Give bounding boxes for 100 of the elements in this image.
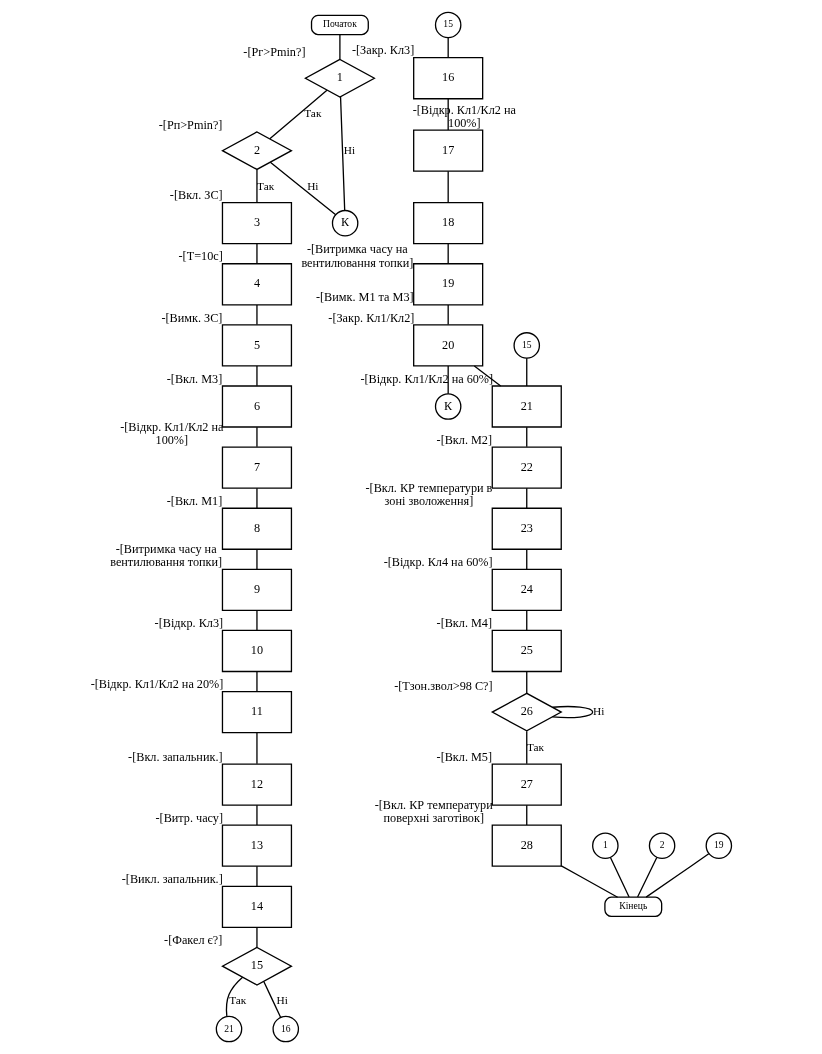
node-box: 25 [491,629,562,673]
node-circle: 15 [434,11,461,39]
connector [255,426,258,448]
connector [473,365,501,387]
node-box: 6 [221,385,292,428]
node-label: -[Закр. Кл1/Кл2] [327,310,414,325]
node-box: 27 [491,763,562,806]
node-box: 12 [221,763,292,806]
connector [255,609,258,631]
edge-label: Ні [592,705,604,718]
node-label: -[T=10c] [178,249,223,264]
edge-label: Так [526,741,544,754]
node-label: -[Відкр. Кл4 на 60%] [383,555,493,570]
connector [255,804,258,826]
connector [551,705,593,719]
connector [525,487,527,509]
node-box: 20 [412,324,483,367]
connector [644,853,709,898]
node-circle: 1 [591,832,619,859]
node-box: 11 [221,690,292,734]
connector [255,670,258,692]
node-label: -[Витр. часу] [155,810,223,825]
node-label: -[Факел є?] [163,933,222,948]
connector [255,487,258,509]
node-box: 4 [221,263,292,306]
node-box: 22 [491,446,562,489]
node-box: 21 [491,385,562,428]
node-label: -[Вкл. М3] [166,371,222,386]
node-label: -[Вкл. М4] [436,616,492,631]
node-label: -[Вкл. М2] [436,432,492,447]
connector [255,548,258,570]
node-box: Початок [310,14,369,36]
node-label: -[Викл. запальник.] [121,871,223,886]
edge-label: Ні [343,143,355,156]
connector [255,243,258,265]
node-diamond: 26 [490,692,563,732]
connector [525,609,527,631]
connector [255,169,258,204]
connector [338,33,341,60]
node-circle: 16 [271,1015,299,1043]
connector [525,670,527,694]
node-box: 7 [221,446,292,489]
node-box: 24 [491,568,562,612]
connector [525,548,527,570]
connector [339,96,345,212]
connector [525,730,527,765]
node-diamond: 1 [303,58,376,98]
node-label: -[Вкл. М1] [166,493,222,508]
node-box: 28 [491,824,562,867]
node-circle: К [331,209,358,237]
node-label: -[Витримка часу на вентилювання топки] [300,242,413,270]
connector [255,865,258,887]
connector [268,89,328,140]
node-box: 16 [412,57,483,100]
node-circle: 2 [648,832,675,859]
connector [255,304,258,326]
node-label: -[Відкр. Кл1/Кл2 на 100%] [119,419,223,447]
node-label: -[Вкл. КР температури поверхні заготівок] [374,797,493,825]
node-label: -[Закр. Кл3] [351,43,414,58]
node-box: 18 [412,201,483,245]
node-box: 10 [221,629,292,673]
node-diamond: 2 [220,131,293,171]
node-label: -[Вкл. запальник.] [127,749,223,764]
connector [447,304,449,326]
node-label: -[Вимк. М1 та М3] [315,290,414,305]
node-circle: 19 [705,832,732,859]
node-box: 9 [221,568,292,612]
connector [525,804,527,826]
connector [525,426,527,448]
node-label: -[Вкл. КР температури в зоні зволоження] [365,480,492,508]
node-label: -[Відкр. Кл1/Кл2 на 60%] [359,371,493,386]
node-label: -[Вимк. ЗС] [160,310,222,325]
connector [255,365,258,387]
edge-label: Ні [306,179,319,192]
node-label: -[Відкр. Кл3] [154,616,223,631]
node-label: -[Tзон.звол>98 С?] [393,679,493,694]
node-circle: К [434,393,461,420]
node-circle: 21 [215,1015,242,1043]
node-box: 8 [221,507,292,550]
node-circle: 15 [512,332,540,359]
node-label: -[Відкр. Кл1/Кл2 на 20%] [90,677,223,692]
edge-label: Так [303,107,321,120]
node-label: -[Вкл. ЗС] [169,188,223,203]
node-box: 13 [221,824,292,867]
node-box: 23 [491,507,562,550]
connector [447,37,449,59]
connector [269,161,336,216]
node-box: 5 [221,324,292,367]
connector [262,980,281,1019]
connector [636,856,657,898]
connector [447,170,449,204]
connector [447,365,449,395]
connector [255,926,258,948]
node-label: -[Pп>Pmin?] [158,117,222,132]
connector [609,856,630,898]
edge-label: Так [228,993,246,1006]
node-label: -[Pг>Pmin?] [242,45,305,60]
node-box: 17 [412,129,483,172]
edge-label: Ні [276,993,288,1006]
node-label: -[Вкл. М5] [436,749,492,764]
